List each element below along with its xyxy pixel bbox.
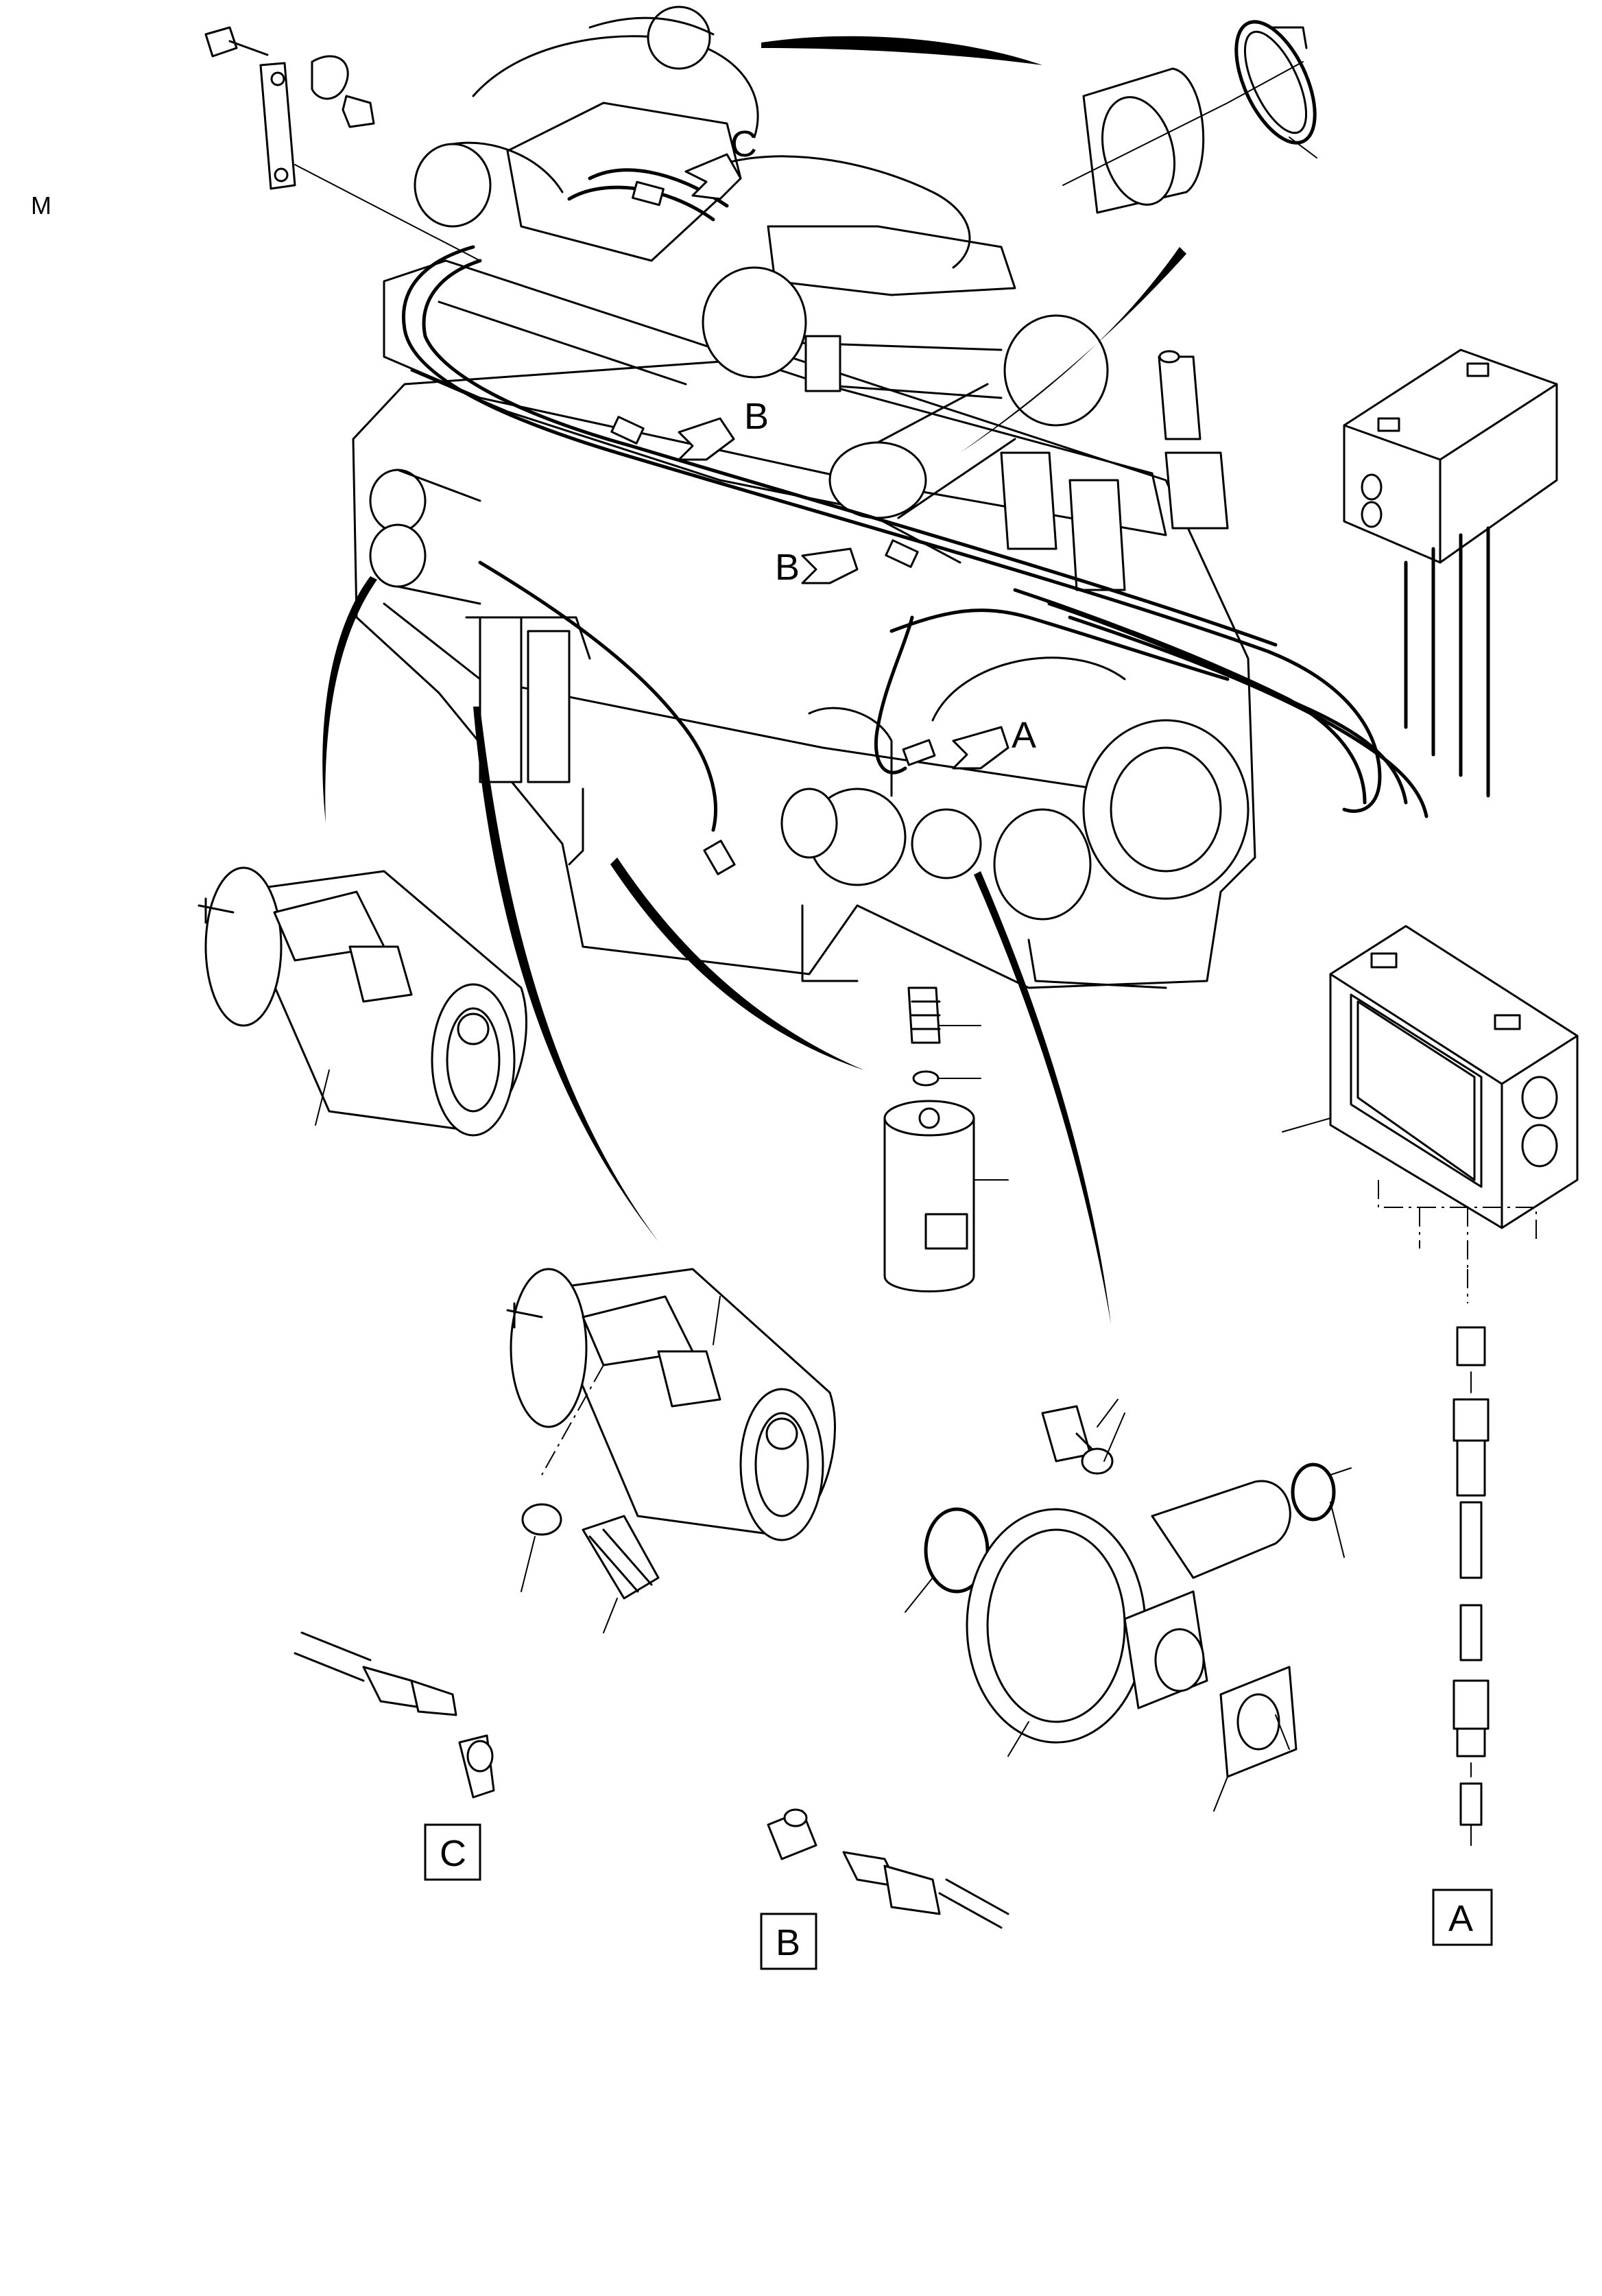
detail-b-label: B xyxy=(776,1922,800,1963)
oil-filter-assembly xyxy=(883,986,1009,1292)
engine-callout-a: A xyxy=(1012,715,1036,756)
water-pump-assembly xyxy=(905,1399,1352,1812)
detail-a-fittings xyxy=(1452,1326,1490,1846)
electronic-control-unit xyxy=(1282,925,1579,1303)
arrow-c-icon xyxy=(684,153,742,200)
engine-callout-b-lower: B xyxy=(775,547,800,588)
starter-motor-center xyxy=(506,1268,836,1633)
arrow-a-icon xyxy=(952,726,1009,770)
engine-assembly xyxy=(352,5,1428,989)
starter-motor-left xyxy=(198,866,527,1137)
detail-c-box xyxy=(424,1823,481,1881)
arrow-b-lower-icon xyxy=(801,547,859,584)
detail-c-fitting: C xyxy=(294,1631,495,1881)
sheet-tag: M xyxy=(31,191,51,220)
detail-a-box xyxy=(1432,1889,1493,1946)
mounting-bracket xyxy=(204,26,481,261)
detail-c-label: C xyxy=(440,1833,466,1874)
leader-swooshes xyxy=(322,36,1186,1324)
detail-b-fitting: B xyxy=(760,1808,1009,1970)
arrow-b-upper-icon xyxy=(678,417,735,461)
engine-callout-b-upper: B xyxy=(744,396,769,437)
detail-b-box xyxy=(760,1913,817,1970)
callout-arrows xyxy=(678,153,1009,770)
hose-and-clamp xyxy=(1062,20,1317,214)
detail-a-label: A xyxy=(1448,1898,1473,1939)
harness-control-module xyxy=(1343,348,1558,798)
engine-callout-c: C xyxy=(730,123,757,165)
